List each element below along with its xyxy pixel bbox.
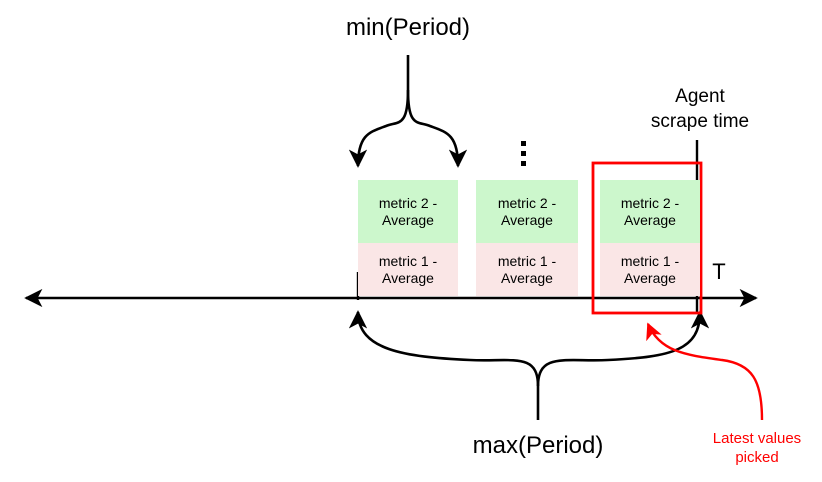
ellipsis-icon [521, 141, 526, 171]
latest-values-note-line2: picked [735, 449, 779, 466]
max-period-brace-right [536, 310, 710, 387]
period-block-3-metric2: metric 2 - Average [600, 180, 700, 243]
period-block-3-metric1: metric 1 - Average [600, 243, 700, 296]
metric-label-line1: metric 1 - [497, 252, 557, 269]
metric-label-line2: Average [501, 269, 553, 286]
max-period-brace-left [348, 310, 540, 387]
agent-scrape-time-label-line2: scrape time [650, 111, 750, 132]
metric-label-line2: Average [624, 269, 676, 286]
max-period-label: max(Period) [472, 432, 604, 459]
latest-values-note-line1: Latest values [712, 430, 802, 447]
metric-label-line2: Average [501, 211, 553, 228]
metric-label-line1: metric 2 - [497, 194, 557, 211]
metric-label-line2: Average [382, 269, 434, 286]
period-block-2-metric2: metric 2 - Average [476, 180, 578, 243]
axis-label-T: T [712, 259, 726, 284]
agent-scrape-time-label-line1: Agent [675, 86, 725, 107]
latest-values-callout-arrow [646, 322, 764, 421]
metric-label-line2: Average [382, 211, 434, 228]
min-period-brace-right [406, 89, 468, 168]
metric-label-line1: metric 2 - [620, 194, 680, 211]
min-period-label: min(Period) [345, 14, 471, 41]
metric-label-line1: metric 2 - [378, 194, 438, 211]
period-block-1-metric1: metric 1 - Average [358, 243, 458, 296]
metric-label-line1: metric 1 - [378, 252, 438, 269]
period-block-1-metric2: metric 2 - Average [358, 180, 458, 243]
metric-label-line2: Average [624, 211, 676, 228]
period-block-2-metric1: metric 1 - Average [476, 243, 578, 296]
metric-label-line1: metric 1 - [620, 252, 680, 269]
min-period-brace-left [348, 89, 410, 168]
